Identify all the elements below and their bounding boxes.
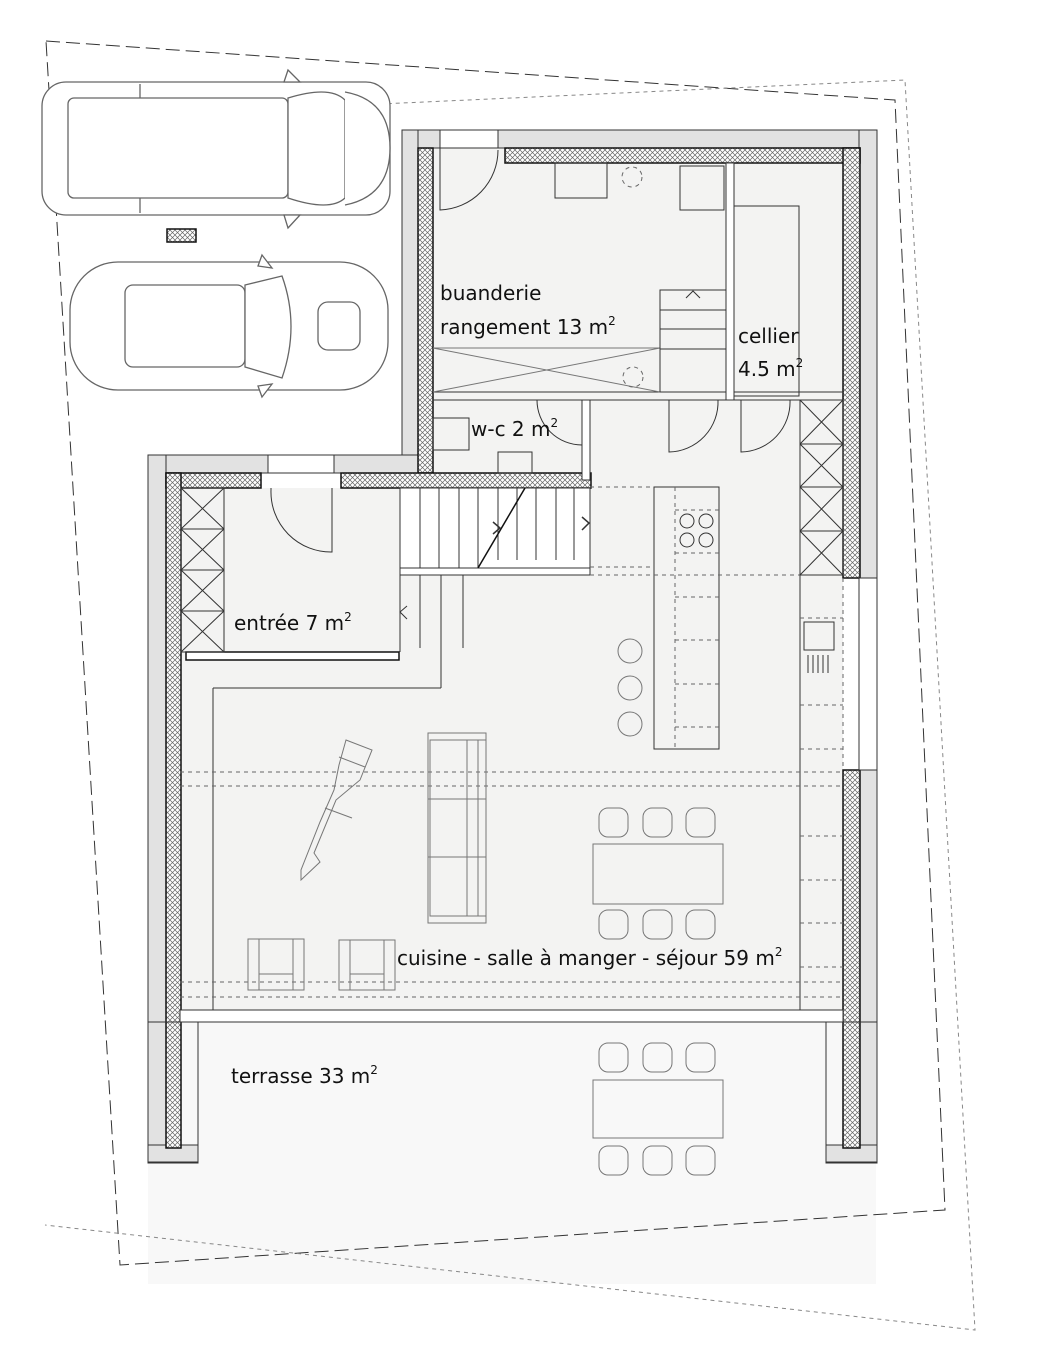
wc-fixtures — [432, 417, 533, 474]
label-buanderie: buanderie — [440, 281, 541, 305]
building-floor — [180, 148, 843, 1013]
terrace-dining-table — [592, 1042, 724, 1176]
label-cellier: cellier — [738, 324, 799, 348]
label-wc: w-c 2 m2 — [471, 416, 558, 441]
overhead-beams — [180, 486, 844, 998]
living-furniture — [247, 732, 724, 991]
label-terrasse: terrasse 33 m2 — [231, 1063, 378, 1088]
entry-closet — [180, 487, 408, 653]
car-sedan-icon — [69, 253, 389, 399]
dining-table — [592, 807, 724, 940]
label-cellier-area: 4.5 m2 — [738, 356, 803, 381]
room-labels: buanderie rangement 13 m2 cellier 4.5 m2… — [231, 281, 803, 1088]
sofa — [427, 732, 487, 924]
bar-stools — [617, 638, 643, 737]
staircase — [399, 487, 591, 576]
laundry-fixtures — [432, 162, 800, 397]
terrace-ground — [148, 1020, 876, 1284]
armchairs — [247, 938, 396, 991]
sink-icon — [803, 621, 835, 673]
terrace — [147, 1021, 878, 1176]
kitchen-island — [617, 486, 720, 750]
property-boundaries — [44, 40, 976, 1331]
kitchen-cabinets — [799, 399, 844, 673]
doors — [270, 148, 791, 553]
walls — [165, 147, 861, 1149]
cooktop-icon — [679, 513, 714, 548]
lounge-chair — [300, 739, 373, 882]
label-entree: entrée 7 m2 — [234, 610, 352, 635]
utility-box — [166, 228, 197, 243]
label-sejour: cuisine - salle à manger - séjour 59 m2 — [397, 945, 782, 970]
car-van-icon — [41, 68, 391, 230]
windows — [179, 129, 878, 1023]
label-rangement: rangement 13 m2 — [440, 314, 616, 339]
